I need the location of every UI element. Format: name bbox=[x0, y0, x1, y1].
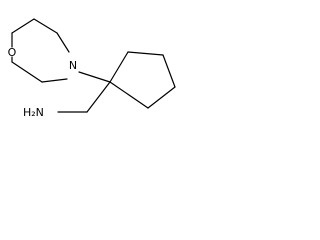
bond-cc-cd bbox=[147, 86, 176, 109]
oxygen-label: O bbox=[8, 46, 17, 59]
bond-n-c4 bbox=[41, 78, 68, 83]
nitrogen-label: N bbox=[69, 59, 77, 72]
cyclopentane-ring bbox=[109, 51, 176, 109]
bond-c3-n bbox=[56, 32, 70, 53]
chemical-structure-diagram: O N H₂N bbox=[8, 18, 176, 119]
bond-cquat-ch2 bbox=[86, 81, 111, 113]
bond-cquat-ca bbox=[109, 51, 129, 83]
bond-cd-cquat bbox=[109, 81, 149, 109]
morpholine-ring bbox=[11, 18, 70, 83]
bond-ca-cb bbox=[127, 51, 164, 56]
bond-c1-c2 bbox=[11, 18, 35, 34]
bond-cb-cc bbox=[162, 54, 176, 88]
bond-c4-c5 bbox=[11, 61, 43, 83]
bond-c2-c3 bbox=[33, 18, 58, 34]
bond-n-cquat bbox=[78, 71, 111, 83]
amine-label: H₂N bbox=[23, 106, 44, 119]
